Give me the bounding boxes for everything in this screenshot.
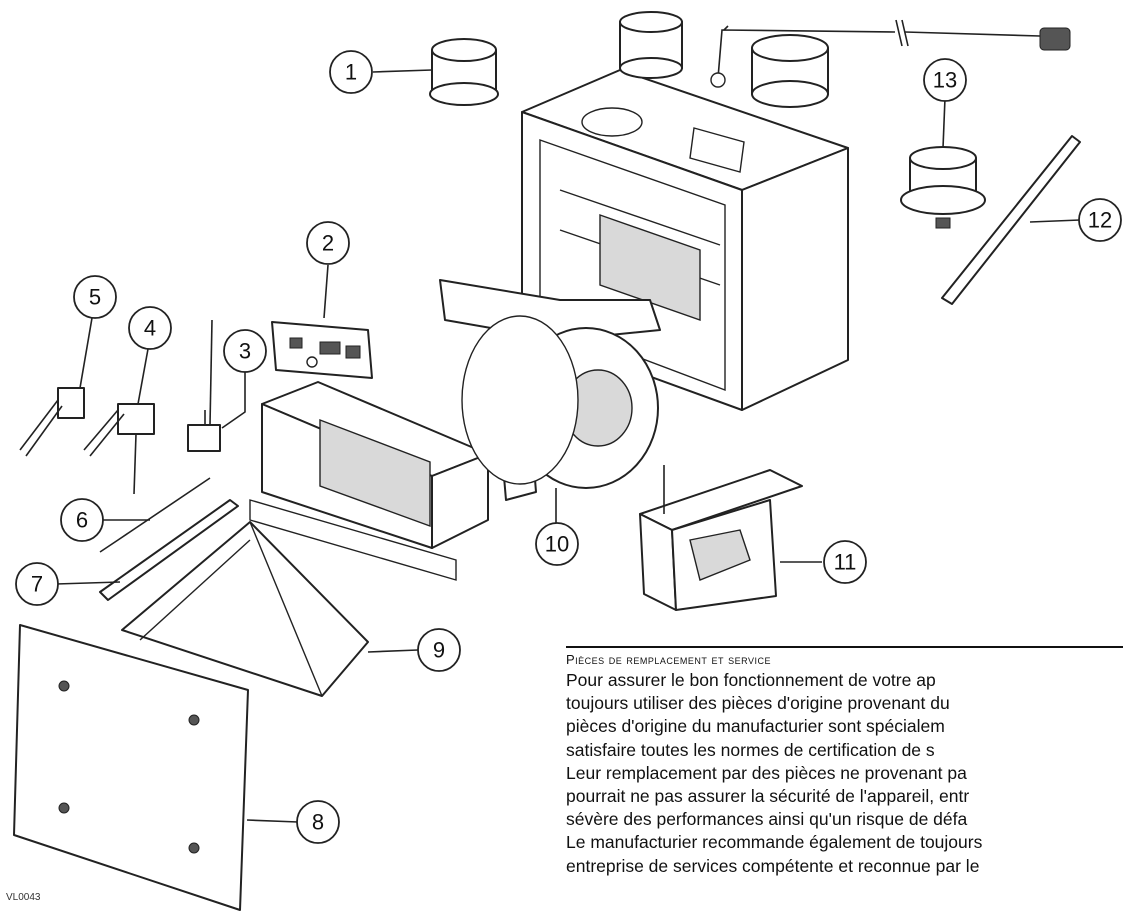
part-12-bracket	[941, 135, 1081, 305]
part-6-rod	[99, 477, 211, 553]
callout-7: 7	[15, 562, 59, 606]
svg-text:9: 9	[433, 638, 445, 663]
svg-text:1: 1	[345, 60, 357, 85]
svg-text:4: 4	[144, 316, 156, 341]
svg-text:13: 13	[933, 68, 957, 93]
part-10-blower	[439, 279, 661, 501]
callout-8: 8	[296, 800, 340, 844]
part-11-module	[639, 465, 803, 611]
electrical-box	[249, 381, 489, 581]
part-9-filter-frame	[121, 521, 369, 697]
part-3-terminal-block	[187, 319, 221, 452]
notice-line: toujours utiliser des pièces d'origine p…	[566, 693, 950, 714]
notice-line: Le manufacturier recommande également de…	[566, 832, 983, 853]
part-2-control-board	[271, 321, 373, 379]
notice-line: pièces d'origine du manufacturier sont s…	[566, 716, 945, 737]
svg-text:8: 8	[312, 810, 324, 835]
power-cord	[710, 19, 1071, 88]
part-7-strip	[99, 499, 239, 601]
callout-9: 9	[417, 628, 461, 672]
callout-4: 4	[128, 306, 172, 350]
notice-title: Pièces de remplacement et service	[566, 652, 771, 667]
drawing-id-label: VL0043	[6, 892, 41, 903]
callout-5: 5	[73, 275, 117, 319]
part-13-collar-damper	[900, 146, 986, 229]
callout-3: 3	[223, 329, 267, 373]
part-8-door-panel	[13, 624, 249, 911]
svg-text:2: 2	[322, 231, 334, 256]
notice-line: pourrait ne pas assurer la sécurité de l…	[566, 786, 970, 807]
top-collar-left	[619, 11, 683, 79]
part-5-sensor	[19, 387, 85, 457]
callout-10: 10	[535, 522, 579, 566]
replacement-parts-notice: Pièces de remplacement et service Pour a…	[566, 646, 1123, 912]
svg-text:5: 5	[89, 285, 101, 310]
callout-6: 6	[60, 498, 104, 542]
notice-line: Pour assurer le bon fonctionnement de vo…	[566, 670, 936, 690]
svg-text:3: 3	[239, 339, 251, 364]
svg-text:12: 12	[1088, 208, 1112, 233]
svg-text:6: 6	[76, 508, 88, 533]
callout-11: 11	[823, 540, 867, 584]
callout-12: 12	[1078, 198, 1122, 242]
part-1-collar	[429, 38, 499, 106]
notice-line: sévère des performances ainsi qu'un risq…	[566, 809, 968, 830]
top-collar-right	[751, 34, 829, 108]
notice-line: satisfaire toutes les normes de certific…	[566, 739, 935, 760]
part-4-transformer	[83, 403, 155, 495]
callout-1: 1	[329, 50, 373, 94]
callout-13: 13	[923, 58, 967, 102]
svg-text:11: 11	[834, 550, 857, 575]
notice-line: entreprise de services compétente et rec…	[566, 855, 980, 876]
notice-line: Leur remplacement par des pièces ne prov…	[566, 762, 967, 783]
callout-2: 2	[306, 221, 350, 265]
svg-text:10: 10	[545, 532, 569, 557]
svg-text:7: 7	[31, 572, 43, 597]
